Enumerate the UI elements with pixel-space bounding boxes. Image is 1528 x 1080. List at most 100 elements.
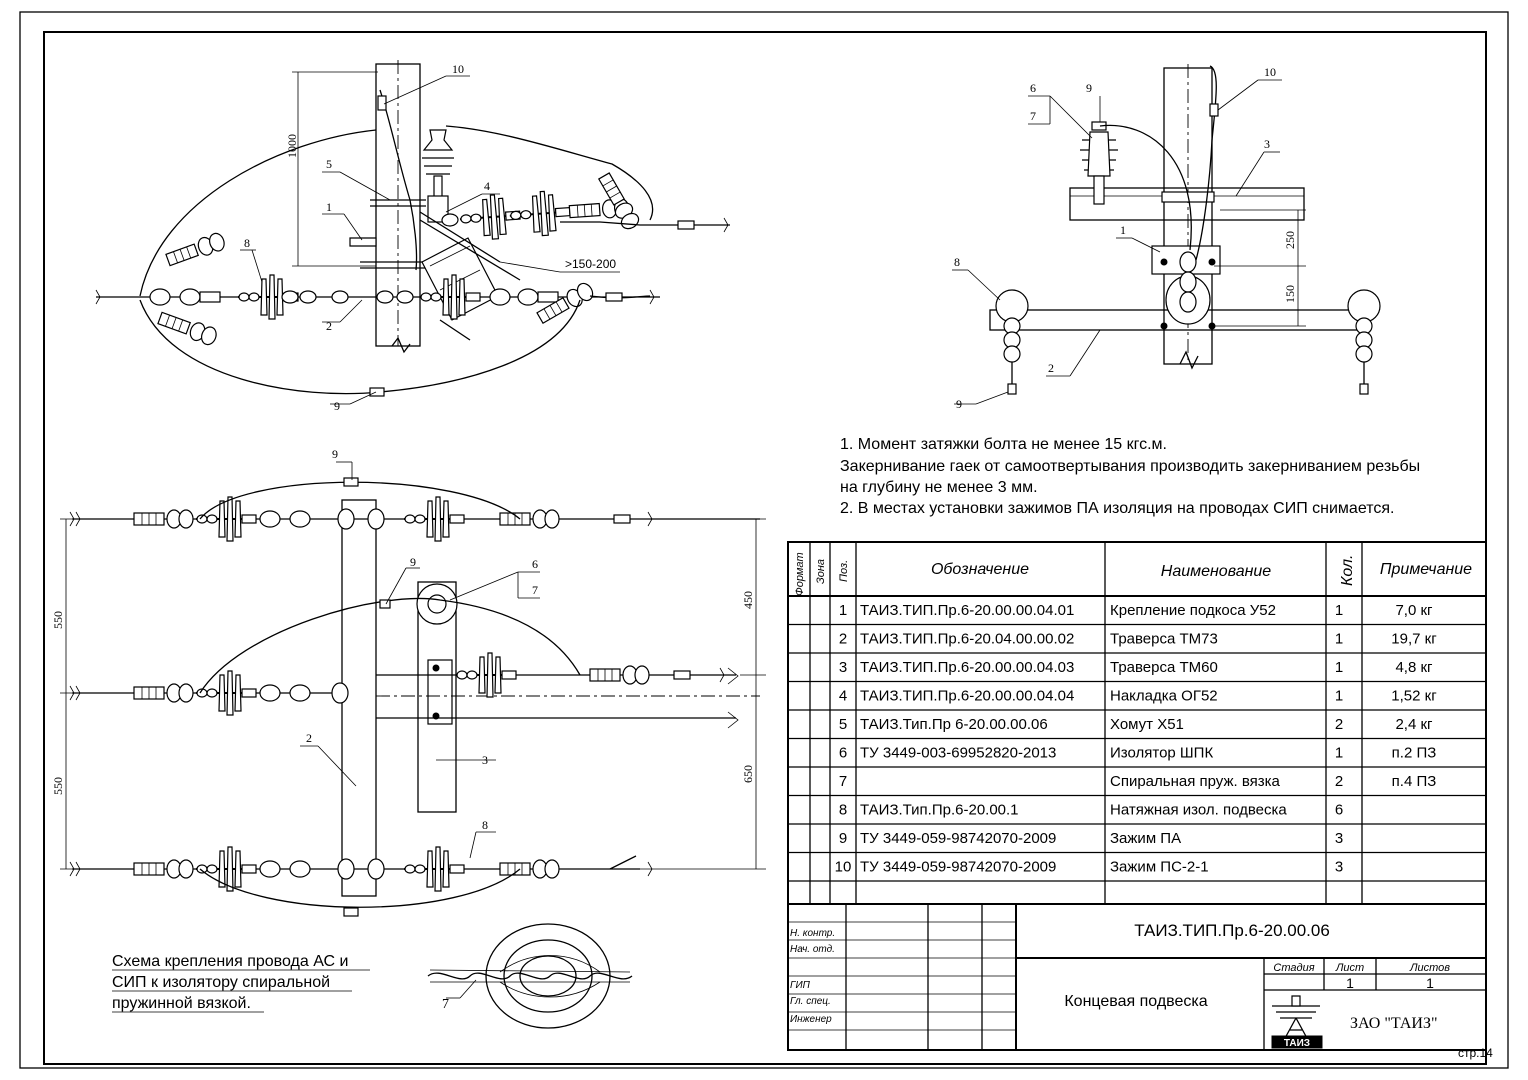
- cell-name: Зажим ПА: [1110, 830, 1181, 847]
- company-name: ЗАО "ТАИЗ": [1350, 1015, 1438, 1032]
- cell-pos: 1: [839, 602, 847, 619]
- caption-line-2: СИП к изолятору спиральной: [112, 974, 330, 991]
- stage-label: Стадия: [1273, 962, 1314, 974]
- cell-qty: 1: [1335, 688, 1343, 705]
- page-number: стр.14: [1458, 1046, 1493, 1060]
- cell-pos: 7: [839, 773, 847, 790]
- cell-name: Зажим ПС-2-1: [1110, 859, 1209, 876]
- spiral-tie-detail: 7: [427, 923, 633, 1029]
- side-view-left: 1000: [95, 60, 730, 413]
- callout-8-plan: 8: [482, 818, 488, 832]
- cell-qty: 1: [1335, 659, 1343, 676]
- cell-name: Крепление подкоса У52: [1110, 602, 1276, 619]
- cell-pos: 5: [839, 716, 847, 733]
- cell-qty: 3: [1335, 859, 1343, 876]
- cell-qty: 2: [1335, 773, 1343, 790]
- notes: 1. Момент затяжки болта не менее 15 кгс.…: [840, 436, 1420, 517]
- table-row: 10 ТУ 3449-059-98742070-2009 Зажим ПС-2-1 3: [835, 859, 1344, 876]
- cell-designation: ТАИЗ.ТИП.Пр.6-20.04.00.00.02: [860, 631, 1074, 648]
- title-block: Н. контр. Нач. отд. ГИП Гл. спец. Инжене…: [787, 903, 1487, 1051]
- detail-caption: Схема крепления провода АС и СИП к изоля…: [112, 953, 370, 1013]
- callout-9-plan-mid: 9: [410, 555, 416, 569]
- cell-designation: ТАИЗ.ТИП.Пр.6-20.00.00.04.03: [860, 659, 1074, 676]
- sheets-value: 1: [1426, 975, 1434, 991]
- cell-note: п.2 ПЗ: [1392, 745, 1437, 762]
- header-designation: Обозначение: [931, 561, 1029, 578]
- callout-3-plan: 3: [482, 753, 488, 767]
- cell-pos: 8: [839, 802, 847, 819]
- cell-qty: 2: [1335, 716, 1343, 733]
- callout-7-plan: 7: [532, 583, 538, 597]
- cell-pos: 10: [835, 859, 852, 876]
- cell-designation: ТАИЗ.Тип.Пр.6-20.00.1: [860, 802, 1019, 819]
- cell-note: 19,7 кг: [1391, 631, 1437, 648]
- string-left: [995, 289, 1029, 395]
- note-2: 2. В местах установки зажимов ПА изоляци…: [840, 500, 1394, 517]
- cell-pos: 6: [839, 745, 847, 762]
- role-n-kontr: Н. контр.: [790, 928, 835, 939]
- inner-frame: [43, 31, 1487, 1065]
- cell-qty: 3: [1335, 830, 1343, 847]
- dim-1000: 1000: [285, 134, 299, 158]
- plan-view: 550 550 450 650 9 9 6 7 2 3 8: [51, 447, 766, 917]
- cell-qty: 6: [1335, 802, 1343, 819]
- sheets-label: Листов: [1409, 962, 1450, 974]
- header-format: Формат: [794, 552, 806, 596]
- callout-4-top-left: 4: [484, 179, 490, 193]
- note-1: 1. Момент затяжки болта не менее 15 кгс.…: [840, 436, 1167, 453]
- doc-code: ТАИЗ.ТИП.Пр.6-20.00.06: [1134, 921, 1330, 940]
- dim-gap: >150-200: [565, 257, 616, 271]
- cell-pos: 9: [839, 830, 847, 847]
- cell-pos: 2: [839, 631, 847, 648]
- cell-qty: 1: [1335, 631, 1343, 648]
- role-gl-spec: Гл. спец.: [790, 996, 831, 1007]
- cell-pos: 4: [839, 688, 847, 705]
- callout-9-plan-top: 9: [332, 447, 338, 461]
- header-pos: Поз.: [838, 560, 850, 582]
- callout-6-plan: 6: [532, 557, 538, 571]
- header-name: Наименование: [1161, 563, 1272, 580]
- company-logo: ТАИЗ: [1271, 995, 1323, 1049]
- dim-150: 150: [1283, 285, 1297, 303]
- header-qty: Кол.: [1339, 555, 1356, 586]
- cell-qty: 1: [1335, 745, 1343, 762]
- callout-5-top-left: 5: [326, 157, 332, 171]
- callout-10-top-left: 10: [452, 62, 464, 76]
- logo-text: ТАИЗ: [1284, 1038, 1310, 1049]
- callout-7-detail: 7: [442, 997, 449, 1012]
- header-zone: Зона: [815, 559, 827, 584]
- drawing-title: Концевая подвеска: [1064, 993, 1207, 1010]
- dim-550-upper: 550: [51, 611, 65, 629]
- note-1-line-3: на глубину не менее 3 мм.: [840, 479, 1038, 496]
- dim-650: 650: [741, 765, 755, 783]
- cell-note: 4,8 кг: [1395, 659, 1433, 676]
- side-view-right: 250 150 6 7 9 10 3 1 8 2 9: [952, 64, 1381, 411]
- cell-name: Изолятор ШПК: [1110, 745, 1213, 762]
- cell-name: Траверса ТМ73: [1110, 631, 1218, 648]
- cell-designation: ТАИЗ.ТИП.Пр.6-20.00.00.04.01: [860, 602, 1074, 619]
- dim-250: 250: [1283, 231, 1297, 249]
- callout-2-top-left: 2: [326, 319, 332, 333]
- callout-1-top-left: 1: [326, 200, 332, 214]
- callout-6-top-right: 6: [1030, 81, 1036, 95]
- cell-designation: ТУ 3449-059-98742070-2009: [860, 859, 1056, 876]
- table-row: 1 ТАИЗ.ТИП.Пр.6-20.00.00.04.01 Крепление п…: [839, 602, 1433, 619]
- cell-name: Накладка ОГ52: [1110, 688, 1218, 705]
- role-inzhener: Инженер: [790, 1014, 832, 1025]
- callout-10-top-right: 10: [1264, 65, 1276, 79]
- outer-frame: [19, 11, 1509, 1069]
- callout-2-top-right: 2: [1048, 361, 1054, 375]
- dim-550-lower: 550: [51, 777, 65, 795]
- dim-450: 450: [741, 591, 755, 609]
- cell-name: Траверса ТМ60: [1110, 659, 1218, 676]
- sheet-label: Лист: [1335, 962, 1364, 974]
- callout-7-top-right: 7: [1030, 109, 1036, 123]
- string-right: [1347, 289, 1381, 395]
- callout-9-top-right: 9: [1086, 81, 1092, 95]
- callout-9-bottom-right: 9: [956, 397, 962, 411]
